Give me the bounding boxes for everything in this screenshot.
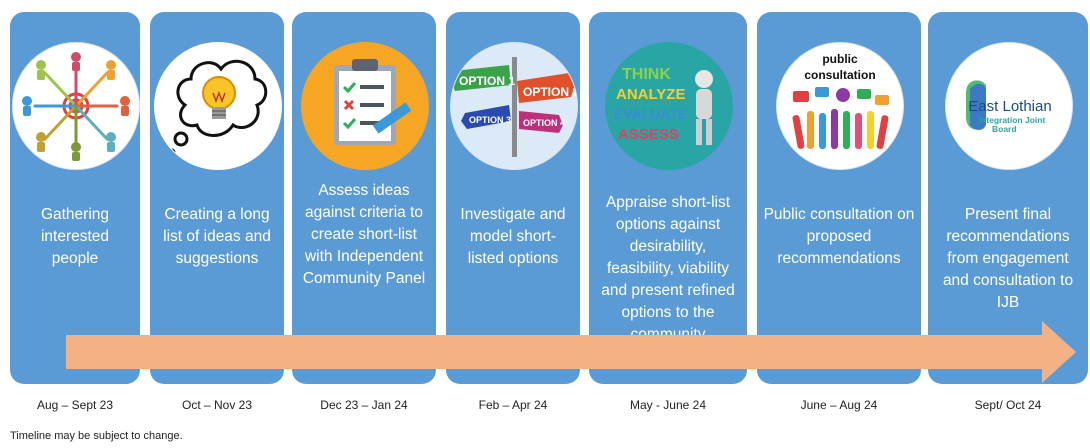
stage-2-card: Creating a long list of ideas and sugges… <box>150 12 284 384</box>
stage-1-card: Gathering interested people <box>10 12 140 384</box>
stage-7-date: Sept/ Oct 24 <box>974 398 1042 412</box>
logo-main-text: East Lothian <box>968 98 1051 115</box>
stage-5-card: THINK ANALYZE EVALUATE ASSESS Appraise s… <box>589 12 747 384</box>
stage-1-date: Aug – Sept 23 <box>36 398 114 412</box>
option-4-sign-text: OPTION 4 <box>523 118 565 128</box>
public-text: public <box>822 52 858 66</box>
stage-4-date: Feb – Apr 24 <box>478 398 548 412</box>
logo-sub2-text: Board <box>992 124 1017 134</box>
stage-5-date: May - June 24 <box>629 398 707 412</box>
stage-1-image <box>12 42 140 170</box>
stage-3-text: Assess ideas against criteria to create … <box>302 182 426 287</box>
stage-4-card: OPTION 1 OPTION 2 OPTION 3 OPTION 4 Inve… <box>446 12 580 384</box>
option-1-sign-text: OPTION 1 <box>459 74 515 88</box>
stage-2-text: Creating a long list of ideas and sugges… <box>163 206 271 267</box>
stage-6-card: public consultation Public consultation … <box>757 12 921 384</box>
consultation-text: consultation <box>804 68 875 82</box>
stage-7-image: East Lothian Integration Joint Board <box>945 42 1073 170</box>
stage-6-date: June – Aug 24 <box>800 398 878 412</box>
stage-3-image <box>301 42 429 170</box>
stage-3-card: Assess ideas against criteria to create … <box>292 12 436 384</box>
stage-6-image: public consultation <box>776 42 904 170</box>
logo-sub1-text: Integration Joint <box>979 115 1046 125</box>
people-network-icon <box>22 52 130 161</box>
stage-7-text: Present final recommendations from engag… <box>942 206 1074 311</box>
public-consultation-icon: public consultation <box>792 52 889 149</box>
assess-text: ASSESS <box>618 126 679 143</box>
stage-4-image: OPTION 1 OPTION 2 OPTION 3 OPTION 4 <box>450 42 578 170</box>
east-lothian-ijb-logo-icon: East Lothian Integration Joint Board <box>966 80 1052 134</box>
stage-7-card: East Lothian Integration Joint Board Pre… <box>928 12 1088 384</box>
clipboard-checklist-icon <box>334 59 412 145</box>
analyze-text: ANALYZE <box>616 86 685 103</box>
think-analyze-evaluate-icon: THINK ANALYZE EVALUATE ASSESS <box>614 66 713 145</box>
stage-2-image <box>154 42 282 170</box>
footnote: Timeline may be subject to change. <box>10 430 183 442</box>
signpost-options-icon: OPTION 1 OPTION 2 OPTION 3 OPTION 4 <box>451 57 577 157</box>
think-text: THINK <box>622 66 671 83</box>
timeline-arrow <box>66 321 1078 383</box>
stage-2-date: Oct – Nov 23 <box>181 398 253 412</box>
lightbulb-thought-icon <box>166 59 268 158</box>
option-3-sign-text: OPTION 3 <box>469 115 511 125</box>
option-2-sign-text: OPTION 2 <box>523 85 577 99</box>
stage-1-text: Gathering interested people <box>40 206 110 267</box>
stage-6-text: Public consultation on proposed recommen… <box>763 206 915 267</box>
stage-5-image: THINK ANALYZE EVALUATE ASSESS <box>605 42 733 170</box>
stage-4-text: Investigate and model short-listed optio… <box>460 206 566 267</box>
stage-3-date: Dec 23 – Jan 24 <box>320 398 408 412</box>
evaluate-text: EVALUATE <box>614 106 687 122</box>
stage-5-text: Appraise short-list options against desi… <box>601 194 735 343</box>
